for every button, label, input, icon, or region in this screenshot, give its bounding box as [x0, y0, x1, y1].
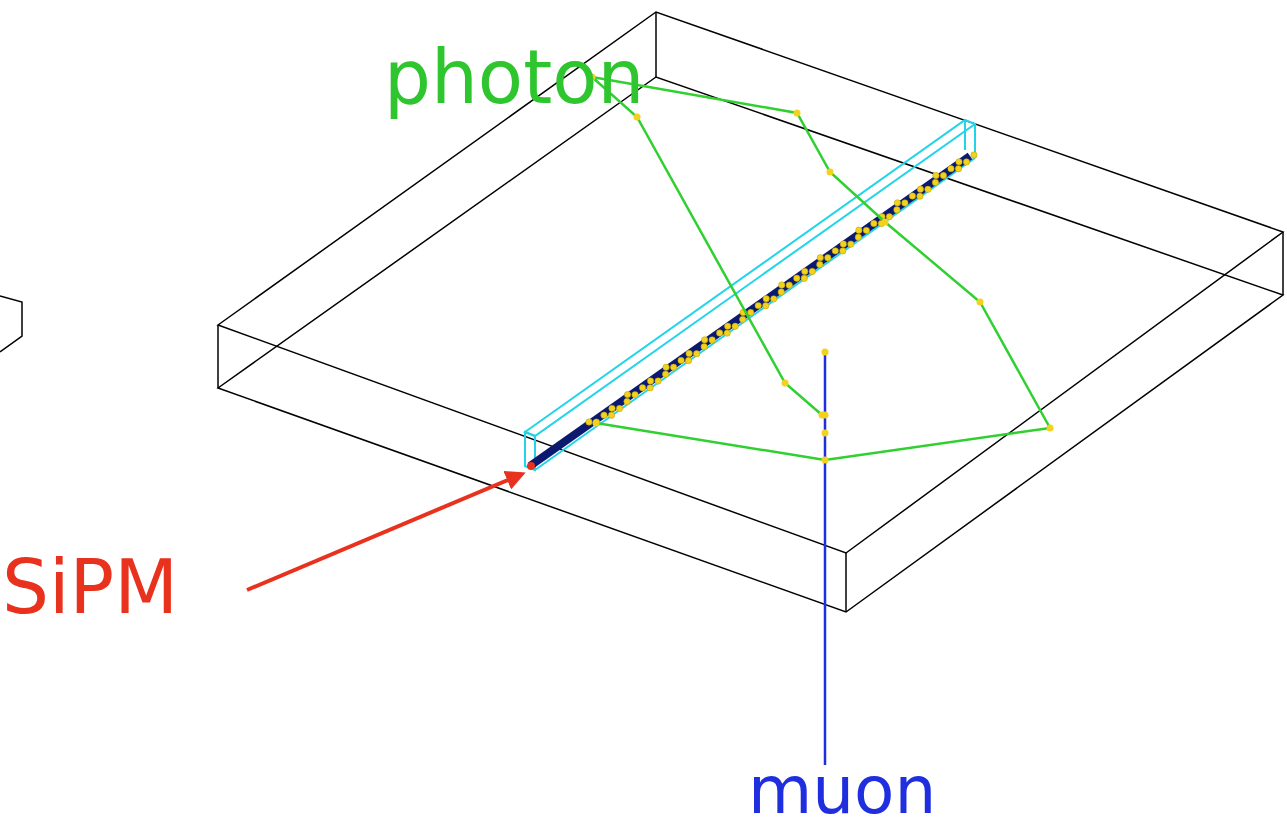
- fiber-hit: [802, 268, 808, 274]
- fiber-hit: [701, 344, 707, 350]
- fiber-hit: [771, 296, 777, 302]
- fiber-hit: [632, 391, 638, 397]
- fiber-hit: [932, 179, 938, 185]
- fiber-hit: [817, 261, 823, 267]
- fiber-hit: [856, 227, 862, 233]
- fiber-hit: [763, 296, 769, 302]
- fiber-hit: [940, 172, 946, 178]
- fiber-hit: [801, 275, 807, 281]
- fiber-hit: [609, 405, 615, 411]
- muon-label: muon: [748, 758, 936, 824]
- photon-label: photon: [384, 40, 644, 114]
- wls-fiber: [530, 156, 970, 466]
- fiber-hit: [601, 412, 607, 418]
- fiber-hit: [871, 220, 877, 226]
- fiber-hit: [693, 350, 699, 356]
- fiber-hit: [616, 405, 622, 411]
- fiber-hit: [724, 323, 730, 329]
- fiber-hit: [971, 152, 977, 158]
- fiber-hit: [855, 234, 861, 240]
- sipm-label: SiPM: [2, 550, 178, 624]
- fiber-hit: [678, 357, 684, 363]
- fiber-hit: [662, 371, 668, 377]
- fiber-hit: [639, 385, 645, 391]
- photon-path: [592, 77, 1050, 460]
- fiber-hit: [886, 213, 892, 219]
- fiber-hit: [670, 364, 676, 370]
- fiber-hit: [863, 227, 869, 233]
- fiber-hit: [755, 302, 761, 308]
- fiber-hit: [832, 248, 838, 254]
- scintillator-slab: [218, 12, 1283, 612]
- fiber-hit: [933, 172, 939, 178]
- fiber-hit: [825, 255, 831, 261]
- fiber-hit: [739, 316, 745, 322]
- fiber-hit: [724, 330, 730, 336]
- leader-arrow: [247, 474, 522, 590]
- fiber-hit: [917, 186, 923, 192]
- fiber-hit: [794, 275, 800, 281]
- fiber-hit: [956, 159, 962, 165]
- fiber-hit: [779, 282, 785, 288]
- fiber-hit: [840, 248, 846, 254]
- fiber-hit: [716, 330, 722, 336]
- fiber-hit: [748, 309, 754, 315]
- sipm-dot: [527, 462, 535, 470]
- fiber-hit: [809, 268, 815, 274]
- fiber-hit: [586, 419, 592, 425]
- fiber-hit: [709, 337, 715, 343]
- fiber-hit: [955, 166, 961, 172]
- fiber-hit: [732, 323, 738, 329]
- fiber-hit: [685, 357, 691, 363]
- fiber-hit: [655, 378, 661, 384]
- fiber-hit: [902, 200, 908, 206]
- fiber-hit: [840, 241, 846, 247]
- fiber-hit: [624, 398, 630, 404]
- photon-vertices: [589, 74, 1054, 432]
- fiber-hit: [894, 200, 900, 206]
- fiber-hit: [948, 165, 954, 171]
- fiber-hit: [925, 186, 931, 192]
- fiber-hit: [763, 302, 769, 308]
- fiber-groove: [525, 120, 975, 470]
- fiber-hit: [778, 289, 784, 295]
- fiber-hits: [586, 152, 977, 425]
- fiber-hit: [786, 282, 792, 288]
- fiber-hit: [817, 254, 823, 260]
- fiber-hit: [608, 412, 614, 418]
- muon-vertices: [822, 349, 829, 464]
- fiber-hit: [663, 364, 669, 370]
- fiber-hit: [701, 337, 707, 343]
- fiber-hit: [909, 193, 915, 199]
- fiber-hit: [647, 385, 653, 391]
- neighbour-slab: [0, 296, 22, 352]
- fiber-hit: [917, 193, 923, 199]
- fiber-hit: [963, 159, 969, 165]
- fiber-hit: [686, 350, 692, 356]
- fiber-hit: [894, 207, 900, 213]
- fiber-hit: [624, 391, 630, 397]
- fiber-hit: [848, 241, 854, 247]
- fiber-hit: [647, 378, 653, 384]
